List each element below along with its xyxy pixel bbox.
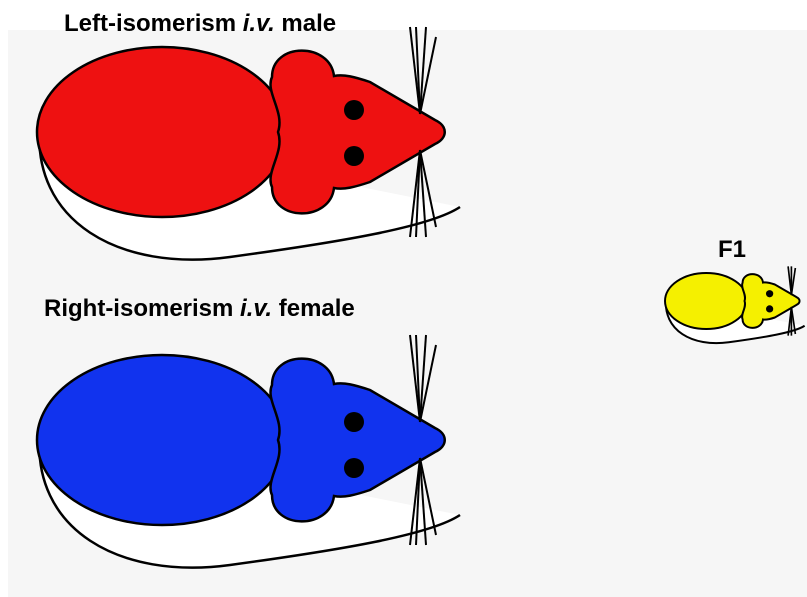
offspring-mouse-icon bbox=[665, 266, 805, 343]
offspring-mouse-body bbox=[665, 273, 748, 329]
male-mouse-eye bbox=[344, 100, 364, 120]
male-mouse-eye bbox=[344, 146, 364, 166]
female-mouse-body bbox=[37, 355, 287, 525]
offspring-mouse-eye bbox=[766, 290, 773, 297]
female-mouse-icon bbox=[37, 335, 460, 568]
offspring-mouse-eye bbox=[766, 305, 773, 312]
male-mouse-icon bbox=[37, 27, 460, 260]
female-mouse-eye bbox=[344, 458, 364, 478]
male-mouse-body bbox=[37, 47, 287, 217]
female-mouse-eye bbox=[344, 412, 364, 432]
